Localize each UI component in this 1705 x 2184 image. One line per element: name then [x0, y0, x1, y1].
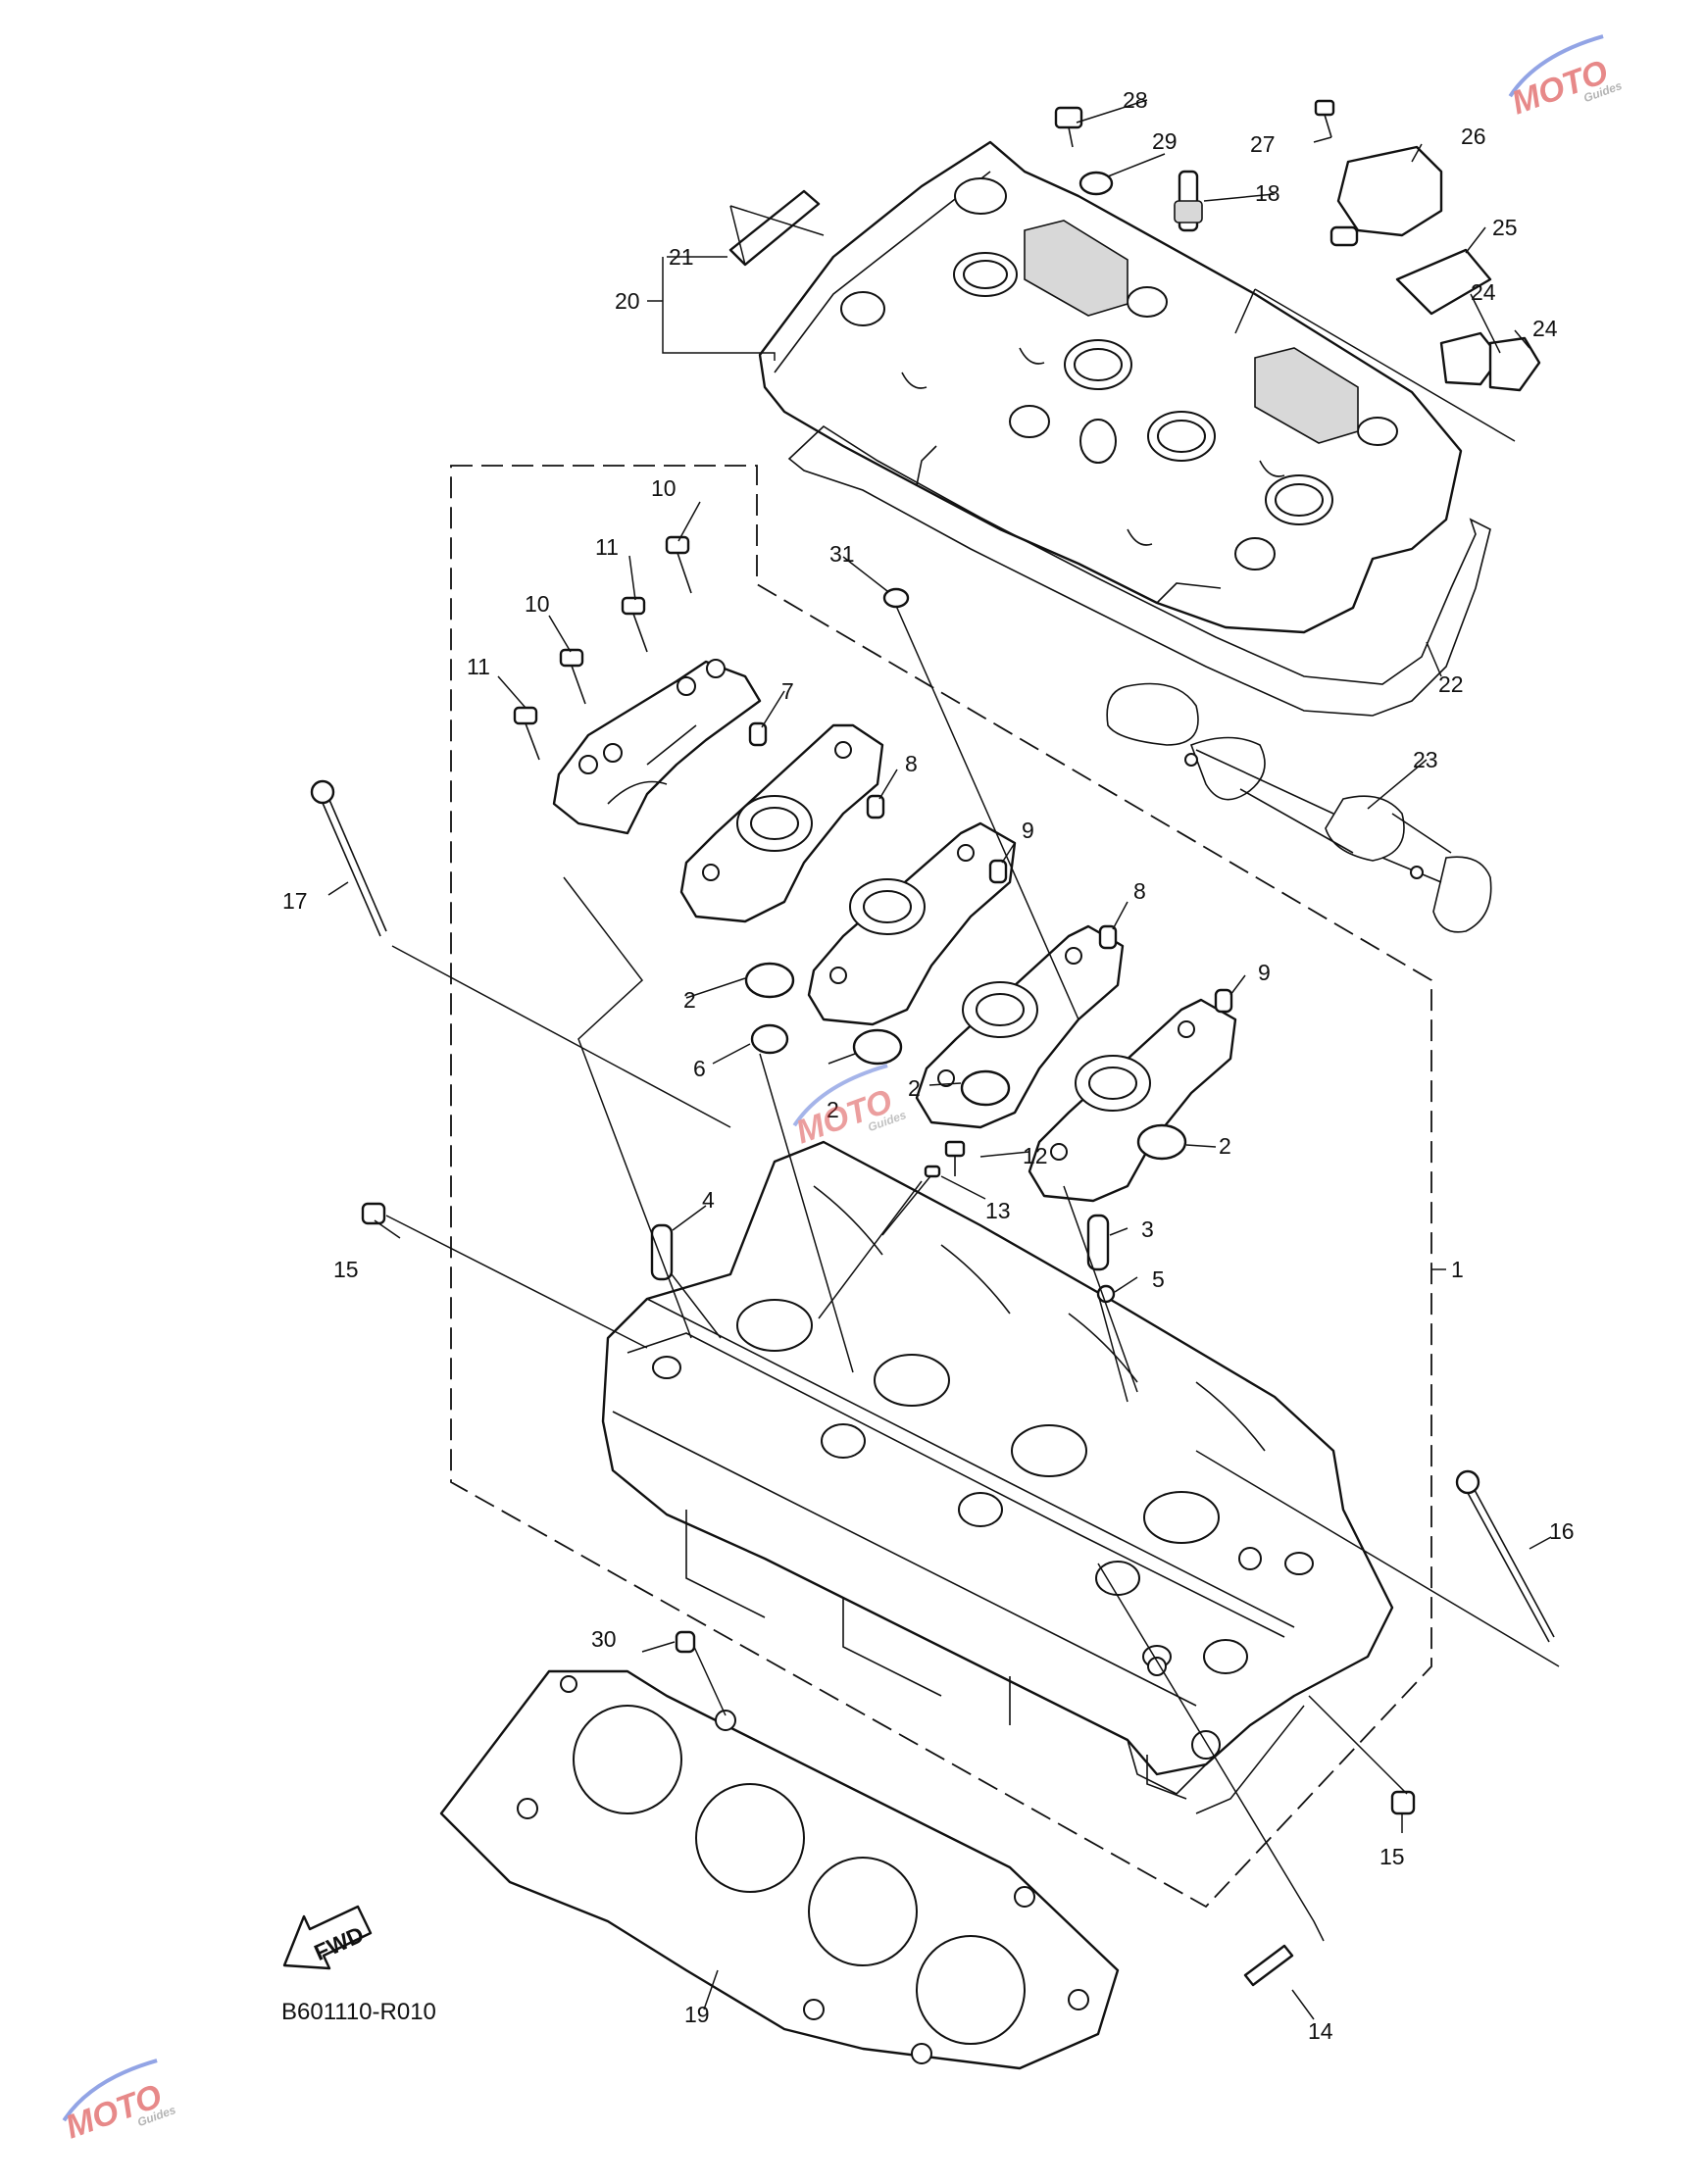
callout-23: 23: [1413, 747, 1438, 772]
callout-10: 10: [651, 475, 677, 501]
callout-30: 30: [591, 1626, 617, 1652]
callout-2: 2: [683, 987, 696, 1013]
dowel-pin: [748, 721, 768, 747]
callout-27: 27: [1250, 131, 1276, 157]
callout-10: 10: [525, 591, 550, 617]
callout-24: 24: [1532, 316, 1558, 341]
callout-17: 17: [282, 888, 308, 914]
watermark-logo: MOTO Guides: [791, 1064, 909, 1152]
cylinder-head-gasket: [439, 1669, 1120, 2070]
callout-26: 26: [1461, 124, 1486, 149]
callout-7: 7: [781, 678, 794, 704]
o-ring: [744, 962, 795, 999]
callout-14: 14: [1308, 2018, 1333, 2044]
callout-19: 19: [684, 2002, 710, 2027]
cylinder-head-cover: [758, 140, 1463, 634]
callout-6: 6: [693, 1056, 706, 1081]
dowel-pin: [1098, 924, 1118, 950]
camshaft-cap-2: [807, 821, 1017, 1026]
cylinder-head: [601, 1140, 1394, 1800]
callout-22: 22: [1438, 671, 1464, 697]
callout-9: 9: [1022, 818, 1034, 843]
watermark-logo: MOTO Guides: [1507, 34, 1625, 123]
dowel-pin: [988, 859, 1008, 884]
callout-21: 21: [669, 244, 694, 270]
callout-24: 24: [1471, 279, 1496, 305]
watermark-logo: MOTO Guides: [61, 2059, 178, 2147]
callout-2: 2: [827, 1097, 839, 1122]
callout-11: 11: [595, 534, 619, 560]
small-parts: [310, 99, 1555, 1987]
cover-gasket: [787, 424, 1491, 717]
callout-numbers: 1 2 2 2 2 3 4 5 6 7 8 8 9 9 10 10 11 11 …: [282, 87, 1575, 2044]
callout-2: 2: [908, 1075, 921, 1101]
cap-bolts: [513, 535, 692, 761]
o-ring: [960, 1069, 1011, 1107]
callout-2: 2: [1219, 1133, 1231, 1159]
callout-31: 31: [829, 541, 855, 567]
callout-5: 5: [1152, 1266, 1165, 1292]
callout-12: 12: [1023, 1143, 1048, 1168]
plug-seal-gasket: [1106, 682, 1492, 933]
dowel-pin: [1214, 988, 1233, 1014]
callout-25: 25: [1492, 215, 1518, 240]
camshaft-cap-4: [1028, 998, 1237, 1203]
callout-15: 15: [333, 1257, 359, 1282]
o-ring: [1136, 1123, 1187, 1161]
callout-20: 20: [615, 288, 640, 314]
callout-8: 8: [905, 751, 918, 776]
callout-9: 9: [1258, 960, 1271, 985]
diagram-code: B601110-R010: [281, 1999, 436, 2025]
leader-lines: [327, 99, 1560, 2020]
fwd-arrow-icon: FWD: [282, 1905, 373, 1970]
camshaft-cap-1: [679, 723, 884, 923]
callout-8: 8: [1133, 878, 1146, 904]
callout-4: 4: [702, 1187, 715, 1213]
camshaft-cap-left: [552, 659, 762, 835]
callout-1: 1: [1451, 1257, 1464, 1282]
callout-15: 15: [1379, 1844, 1405, 1869]
callout-29: 29: [1152, 128, 1178, 154]
callout-13: 13: [985, 1198, 1011, 1223]
o-ring: [852, 1028, 903, 1066]
callout-11: 11: [467, 654, 490, 679]
callout-18: 18: [1255, 180, 1280, 206]
callout-3: 3: [1141, 1216, 1154, 1242]
callout-16: 16: [1549, 1518, 1575, 1544]
callout-28: 28: [1123, 87, 1148, 113]
dowel-pin: [866, 794, 885, 819]
